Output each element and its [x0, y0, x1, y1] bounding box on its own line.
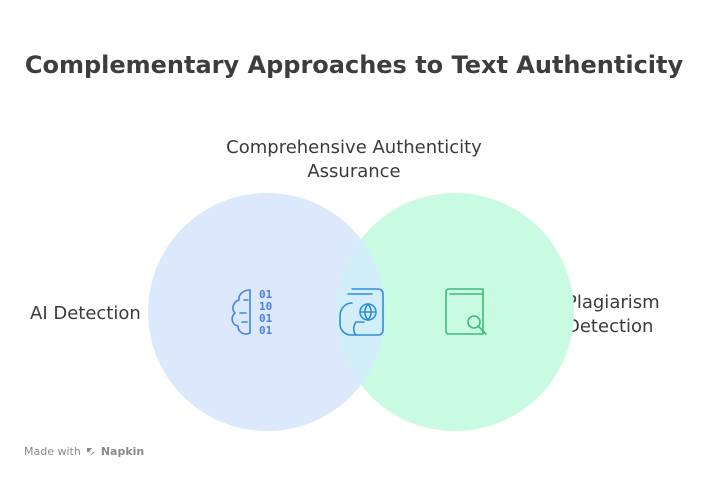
page-title: Complementary Approaches to Text Authent…	[24, 51, 684, 79]
passport-globe-icon	[339, 288, 384, 336]
footer-brand: Napkin	[100, 445, 145, 458]
svg-text:01: 01	[259, 288, 273, 301]
napkin-logo-icon	[86, 447, 95, 456]
footer: Made with Napkin	[24, 445, 144, 458]
book-search-icon	[445, 288, 487, 335]
ai-brain-binary-icon: 01 10 01 01	[231, 288, 273, 337]
footer-prefix: Made with	[24, 445, 81, 458]
ai-detection-label: AI Detection	[30, 303, 141, 324]
svg-text:01: 01	[259, 312, 273, 325]
plagiarism-detection-label: Plagiarism Detection	[566, 292, 660, 337]
ai-detection-circle	[148, 193, 386, 431]
svg-text:10: 10	[259, 300, 272, 313]
plagiarism-detection-circle	[336, 193, 574, 431]
svg-text:01: 01	[259, 324, 273, 337]
overlap-label: Comprehensive Authenticity Assurance	[226, 137, 482, 182]
